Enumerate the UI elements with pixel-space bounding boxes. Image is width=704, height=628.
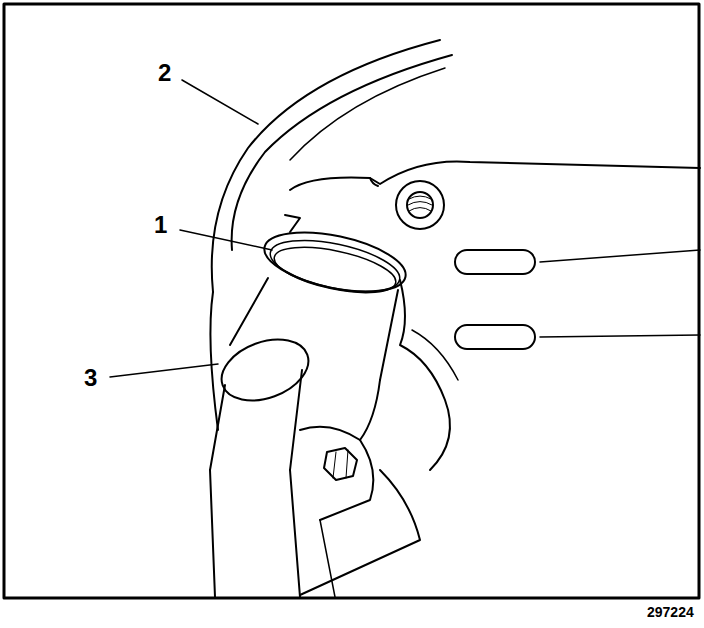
leader-line — [110, 364, 218, 377]
installer-tool — [380, 290, 398, 380]
thread-hatch — [408, 196, 432, 211]
threaded-hole — [407, 192, 433, 218]
callout-number: 1 — [152, 212, 169, 238]
seal-ring — [259, 222, 411, 303]
callout-number: 3 — [82, 365, 99, 391]
callout-number: 2 — [156, 60, 173, 86]
leader-line — [182, 80, 258, 124]
flange-edge — [540, 250, 700, 337]
threaded-hole — [396, 181, 444, 229]
leader-line — [180, 230, 272, 250]
housing-edge — [232, 55, 452, 250]
housing-edge — [212, 40, 440, 292]
housing-edge — [290, 68, 445, 160]
flange-edge — [285, 215, 300, 232]
housing-edge — [412, 330, 458, 380]
figure-number: 297224 — [645, 604, 696, 620]
figure-frame — [4, 4, 699, 598]
bolt-head — [333, 450, 348, 478]
installer-shaft — [320, 520, 335, 597]
flange-edge — [290, 161, 700, 190]
installer-shaft — [210, 470, 215, 597]
flange-edge — [210, 292, 218, 430]
installer-tool — [230, 278, 268, 345]
seal-ring — [266, 231, 404, 301]
clamp — [300, 470, 420, 595]
installer-shaft — [210, 385, 225, 470]
slot — [455, 250, 535, 274]
installer-shaft — [290, 470, 300, 597]
housing-edge — [400, 280, 450, 470]
flange-edge — [370, 178, 378, 186]
installer-shaft — [290, 370, 302, 470]
seal-ring — [270, 239, 399, 302]
clamp — [300, 427, 373, 520]
slot — [455, 325, 535, 349]
bolt-head — [324, 448, 357, 480]
installer-body — [360, 380, 380, 440]
